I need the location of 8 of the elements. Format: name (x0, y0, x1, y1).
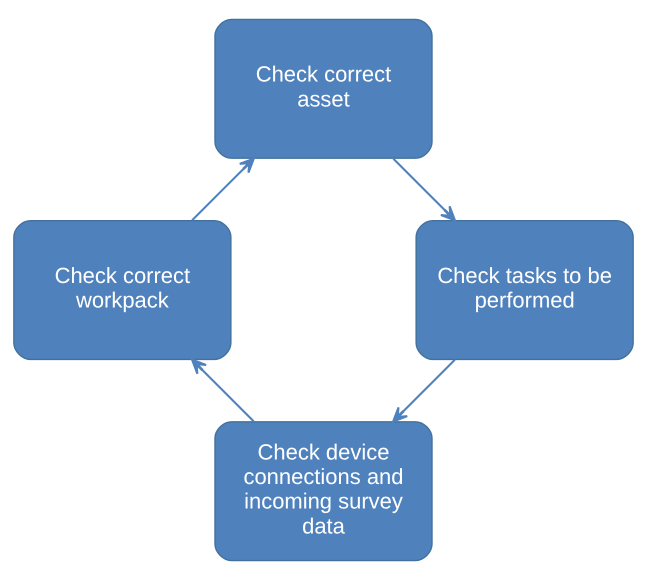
arrow (392, 359, 456, 422)
arrow (392, 158, 456, 222)
node-box: Check device connections and incoming survey data (214, 421, 433, 562)
node-box: Check tasks to be performed (415, 220, 634, 360)
arrow (191, 358, 254, 422)
node-box: Check correct workpack (13, 220, 232, 360)
arrow (191, 158, 255, 221)
node-box: Check correct asset (214, 18, 433, 159)
